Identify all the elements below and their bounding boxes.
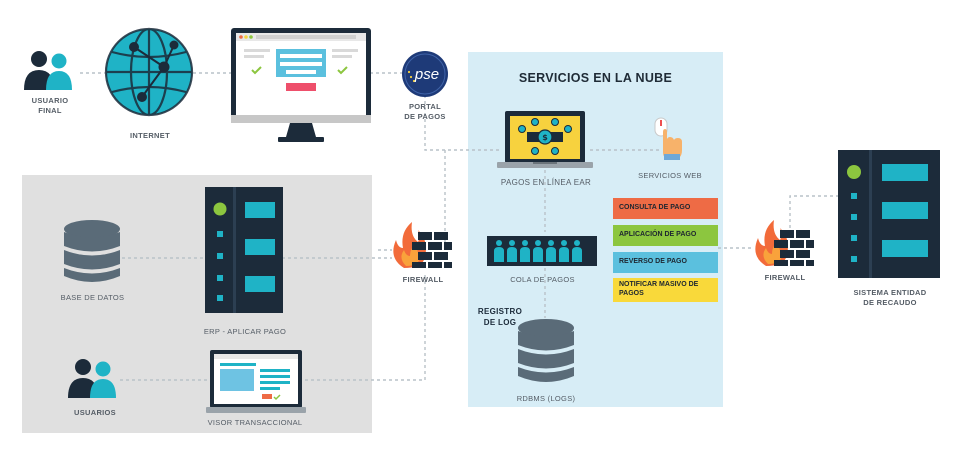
erp-server-icon	[205, 187, 283, 313]
rdbms-label: RDBMS (LOGS)	[516, 394, 576, 403]
web-services-label: SERVICIOS WEB	[638, 171, 702, 180]
payment-queue-icon	[487, 236, 597, 266]
payment-portal-label: PORTAL DE PAGOS	[404, 102, 446, 122]
cloud-zone-title: SERVICIOS EN LA NUBE	[518, 71, 673, 85]
end-user-label: USUARIO FINAL	[31, 96, 69, 116]
online-payments-label: PAGOS EN LÍNEA EAR	[500, 178, 592, 187]
pse-logo: pse	[402, 51, 448, 97]
internet-globe-icon	[104, 27, 194, 117]
desktop-monitor-icon	[231, 28, 371, 142]
database-label: BASE DE DATOS	[60, 293, 125, 302]
internet-label: INTERNET	[130, 131, 170, 140]
end-user-icon	[24, 51, 72, 90]
firewall-left-label: FIREWALL	[402, 275, 444, 284]
payment-queue-label: COLA DE PAGOS	[510, 275, 575, 284]
service-notificar-masivo: NOTIFICAR MASIVO DE PAGOS	[613, 278, 718, 302]
transaction-viewer-laptop-icon	[206, 350, 306, 413]
firewall-right-icon	[755, 220, 814, 266]
erp-label: ERP - APLICAR PAGO	[203, 327, 287, 336]
service-aplicacion-de-pago: APLICACIÓN DE PAGO	[613, 225, 718, 246]
collection-entity-server-icon	[838, 150, 940, 278]
service-consulta-de-pago: CONSULTA DE PAGO	[613, 198, 718, 219]
pse-logo-text: pse	[414, 66, 439, 83]
svg-text:$: $	[542, 133, 548, 142]
database-icon	[64, 220, 120, 282]
rdbms-database-icon	[518, 319, 574, 382]
firewall-right-label: FIREWALL	[764, 273, 806, 282]
collection-entity-label: SISTEMA ENTIDAD DE RECAUDO	[853, 288, 927, 308]
users-icon	[68, 359, 116, 398]
service-reverso-de-pago: REVERSO DE PAGO	[613, 252, 718, 273]
users-label: USUARIOS	[74, 408, 116, 417]
transaction-viewer-label: VISOR TRANSACCIONAL	[207, 418, 303, 427]
payments-laptop-icon: $	[497, 111, 593, 168]
hand-pointer-icon	[654, 117, 682, 160]
log-register-label: REGISTRO DE LOG	[477, 307, 523, 327]
firewall-left-icon	[393, 222, 452, 268]
